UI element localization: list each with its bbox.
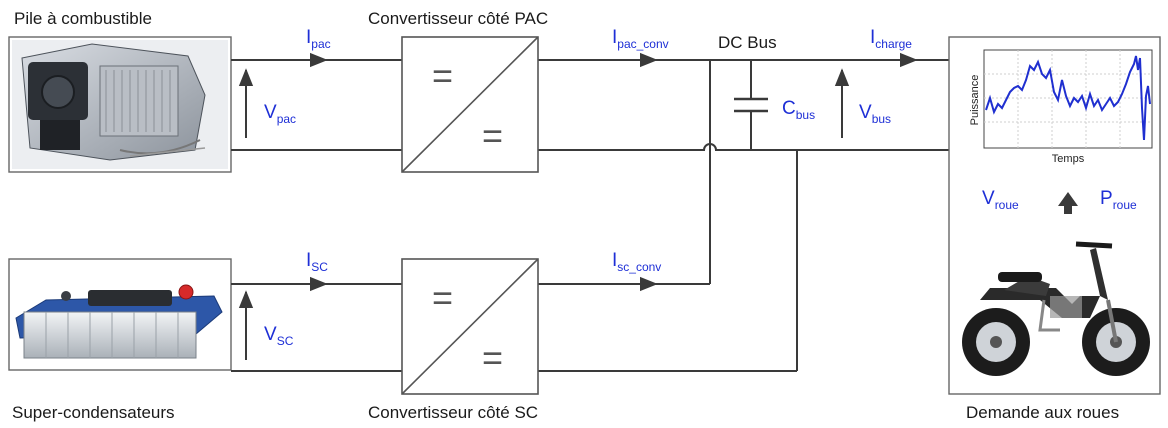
converter-sc-symbol-bottom: = (482, 337, 503, 378)
converter-pac: = = (402, 37, 538, 172)
wheel-demand-block: Puissance Temps Vroue Proue (949, 37, 1160, 394)
converter-pac-symbol-top: = (432, 55, 453, 96)
supercap-title: Super-condensateurs (12, 403, 175, 422)
fuel-cell-block (9, 37, 231, 172)
v-pac-label: Vpac (264, 102, 296, 126)
i-sc-conv-label: Isc_conv (612, 250, 661, 274)
converter-pac-title: Convertisseur côté PAC (368, 9, 548, 28)
fuel-cell-title: Pile à combustible (14, 9, 152, 28)
c-bus-label: Cbus (782, 98, 815, 122)
chart-ylabel: Puissance (969, 75, 981, 126)
v-bus-label: Vbus (859, 102, 891, 126)
chart-xlabel: Temps (1052, 153, 1085, 165)
dc-bus-title: DC Bus (718, 33, 777, 52)
power-profile-chart: Puissance Temps (969, 50, 1152, 165)
i-pac-label: Ipac (306, 27, 331, 51)
demand-title: Demande aux roues (966, 403, 1119, 422)
converter-sc: = = (402, 259, 538, 394)
voltage-arrows (246, 70, 842, 360)
converter-sc-title: Convertisseur côté SC (368, 403, 538, 422)
current-arrows (300, 60, 916, 284)
i-charge-label: Icharge (870, 27, 912, 51)
fuel-cell-image (12, 40, 228, 169)
supercap-block (9, 259, 231, 370)
bus-bottom-wire (538, 144, 949, 150)
v-sc-label: VSC (264, 324, 294, 348)
converter-pac-symbol-bottom: = (482, 115, 503, 156)
i-pac-conv-label: Ipac_conv (612, 27, 669, 51)
i-sc-label: ISC (306, 250, 328, 274)
converter-sc-symbol-top: = (432, 277, 453, 318)
